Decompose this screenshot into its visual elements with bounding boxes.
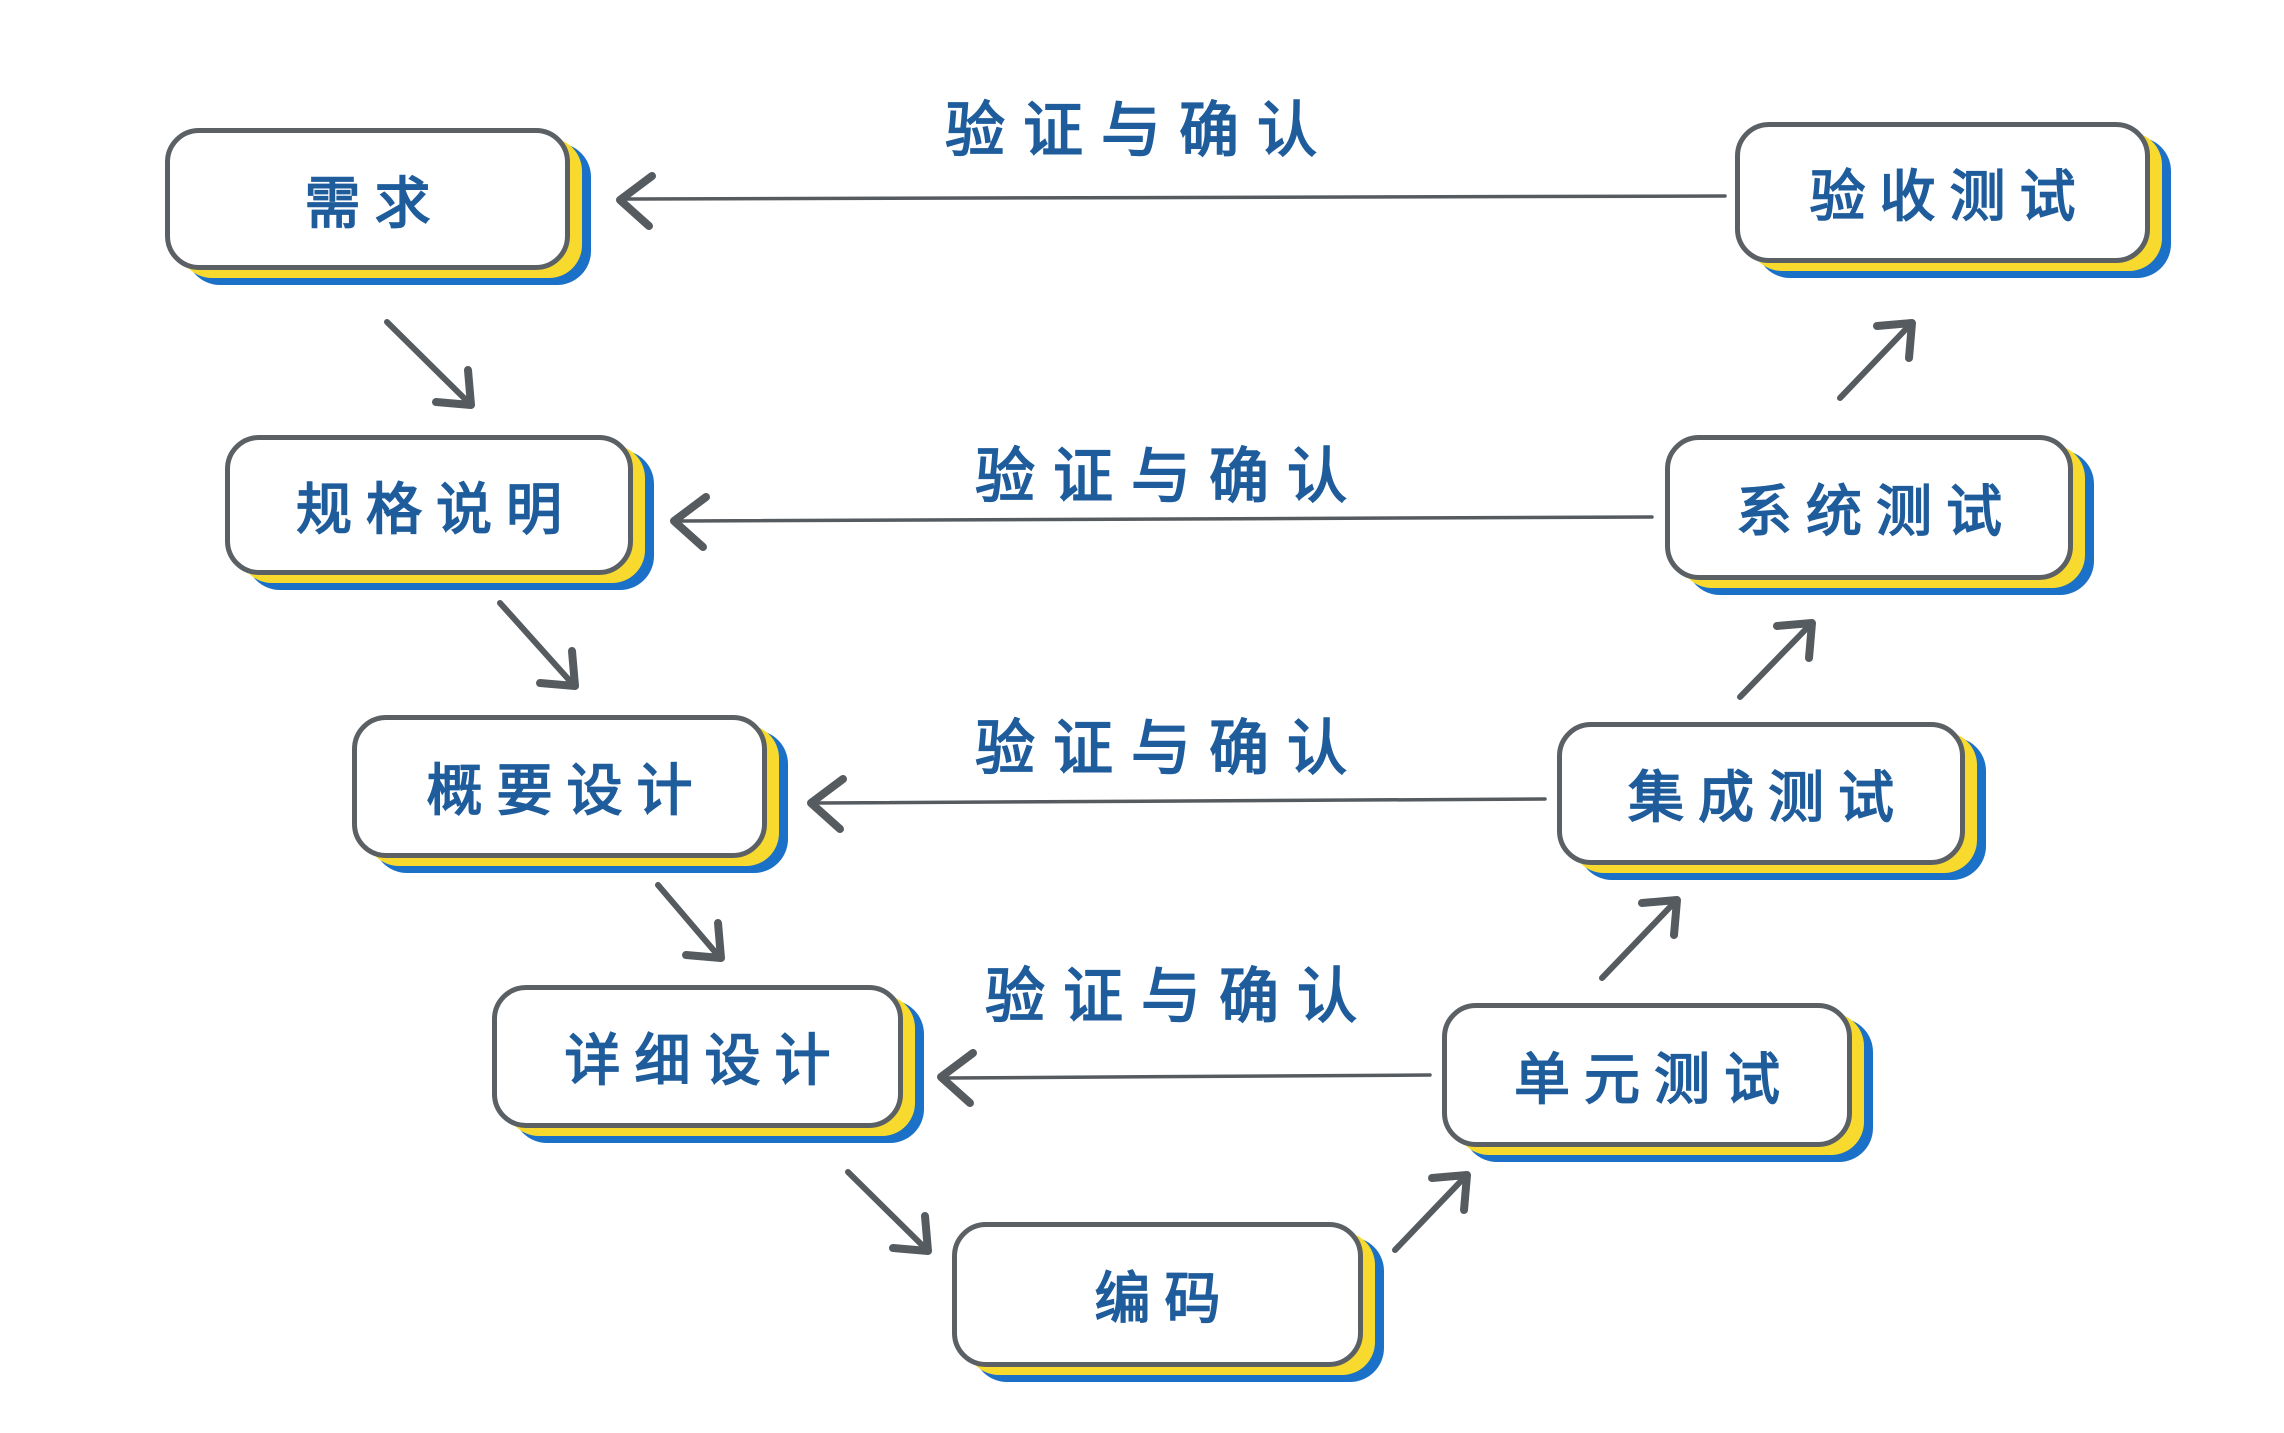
arrow-requirements-to-specification-line <box>384 319 469 403</box>
arrow-unit-to-integration-line <box>1599 902 1675 981</box>
node-coding-label: 编码 <box>1094 1267 1235 1330</box>
arrow-coding-to-unit-head <box>1428 1171 1471 1214</box>
node-integration-test-label: 集成测试 <box>1628 766 1908 829</box>
arrow-system-to-specification-line <box>678 515 1654 523</box>
arrow-highlevel-to-detailed-line <box>655 882 719 956</box>
edge-label-validation-1: 验证与确认 <box>945 97 1335 164</box>
arrow-integration-to-highlevel-head <box>807 775 847 833</box>
node-acceptance-test-label: 验收测试 <box>1809 165 2090 228</box>
node-high-level-design-label: 概要设计 <box>426 759 707 822</box>
edge-label-validation-3: 验证与确认 <box>975 715 1365 782</box>
arrow-acceptance-to-requirements-head <box>616 172 656 230</box>
arrow-integration-to-system-head <box>1773 619 1816 662</box>
arrow-unit-to-detailed-head <box>937 1049 977 1107</box>
edge-label-validation-2: 验证与确认 <box>975 443 1365 510</box>
node-requirements: 需求 <box>165 128 570 270</box>
arrow-system-to-acceptance-head <box>1873 319 1916 362</box>
node-system-test-label: 系统测试 <box>1736 480 2016 543</box>
arrow-unit-to-detailed-line <box>945 1073 1432 1080</box>
arrow-detailed-to-coding-line <box>845 1169 926 1249</box>
node-specification: 规格说明 <box>225 435 633 575</box>
arrow-highlevel-to-detailed-head <box>682 919 725 962</box>
arrow-requirements-to-specification-head <box>432 366 475 409</box>
node-system-test: 系统测试 <box>1665 435 2073 580</box>
arrow-system-to-acceptance-line <box>1837 325 1910 401</box>
arrow-integration-to-system-line <box>1737 625 1810 700</box>
arrow-coding-to-unit-line <box>1392 1177 1465 1253</box>
node-requirements-label: 需求 <box>304 171 445 235</box>
edge-label-validation-4: 验证与确认 <box>985 963 1375 1030</box>
node-unit-test: 单元测试 <box>1442 1003 1852 1147</box>
node-detailed-design-label: 详细设计 <box>564 1029 845 1092</box>
arrow-system-to-specification-head <box>670 493 710 551</box>
arrow-detailed-to-coding-head <box>889 1212 932 1255</box>
node-specification-label: 规格说明 <box>296 477 576 541</box>
arrow-specification-to-highlevel-head <box>536 647 579 690</box>
node-high-level-design: 概要设计 <box>352 715 767 858</box>
arrow-acceptance-to-requirements-line <box>625 194 1727 201</box>
node-acceptance-test: 验收测试 <box>1735 122 2150 263</box>
node-detailed-design: 详细设计 <box>492 985 903 1128</box>
node-coding: 编码 <box>952 1222 1363 1367</box>
node-integration-test: 集成测试 <box>1557 722 1965 865</box>
arrow-specification-to-highlevel-line <box>497 600 573 684</box>
node-unit-test-label: 单元测试 <box>1514 1047 1794 1111</box>
arrow-integration-to-highlevel-line <box>815 797 1547 805</box>
arrow-unit-to-integration-head <box>1638 896 1681 939</box>
